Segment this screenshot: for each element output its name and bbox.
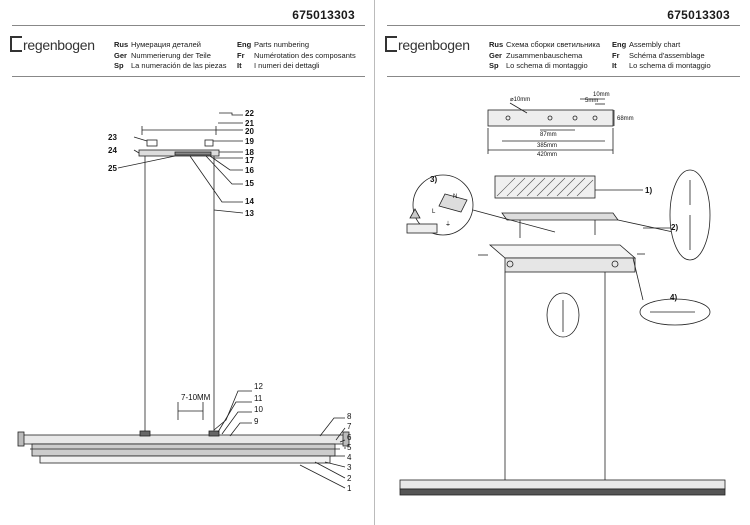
dim-87mm: 87mm: [540, 132, 557, 138]
ceiling: [494, 175, 596, 199]
dim-hole-diameter: ⌀10mm: [510, 97, 530, 103]
dim-5mm: 5mm: [585, 98, 598, 104]
dim-385mm: 385mm: [537, 143, 557, 149]
terminal-l-label: L: [432, 209, 436, 215]
header-rule-bottom: [12, 76, 365, 77]
terminal-block: [146, 139, 158, 147]
svg-text:20: 20: [245, 127, 254, 136]
svg-text:15: 15: [245, 179, 254, 188]
fixture-body: [399, 479, 726, 490]
svg-text:8: 8: [347, 412, 352, 421]
svg-text:21: 21: [245, 119, 254, 128]
svg-text:24: 24: [108, 146, 117, 155]
brand-name: regenbogen: [23, 37, 95, 53]
svg-text:3: 3: [347, 463, 352, 472]
fixture-body: [21, 434, 346, 445]
page-divider: [374, 0, 375, 525]
brand-logo: regenbogen: [385, 36, 470, 53]
dimension-label: 7-10MM: [181, 393, 211, 402]
end-cap-right: [342, 431, 350, 447]
diffuser: [399, 488, 726, 496]
svg-text:6: 6: [347, 433, 352, 442]
header-rule: [12, 25, 365, 26]
svg-text:5: 5: [347, 443, 352, 452]
dim-10mm: 10mm: [593, 92, 610, 98]
step-4-label: 4): [670, 293, 677, 302]
svg-text:22: 22: [245, 109, 254, 118]
product-number: 675013303: [292, 8, 355, 22]
end-cap-rail: [39, 455, 331, 464]
logo-mark-icon: [385, 36, 397, 52]
svg-text:1: 1: [347, 484, 352, 493]
svg-text:2: 2: [347, 474, 352, 483]
step-2-label: 2): [671, 223, 678, 232]
brand-logo: regenbogen: [10, 36, 95, 53]
svg-text:23: 23: [108, 133, 117, 142]
diffuser: [31, 443, 336, 457]
cable-holder: [204, 139, 214, 147]
canopy: [488, 244, 637, 259]
svg-text:14: 14: [245, 197, 254, 206]
assembly-diagram: ⌀10mm 10mm 5mm 68mm 87mm 385mm 420mm 3) …: [399, 92, 726, 496]
svg-text:11: 11: [254, 394, 263, 403]
terminal-n-label: N: [453, 194, 457, 200]
earth-icon: ⏚: [445, 221, 451, 228]
step-3-label: 3): [430, 175, 437, 184]
bracket-top-view: [487, 109, 614, 127]
svg-text:19: 19: [245, 137, 254, 146]
canopy-cover: [174, 151, 212, 156]
svg-text:25: 25: [108, 164, 117, 173]
parts-exploded-diagram: 7-10MM 22 21 20 19 18 17 16 15 14 13 23 …: [17, 109, 352, 493]
svg-text:13: 13: [245, 209, 254, 218]
svg-text:16: 16: [245, 166, 254, 175]
product-number: 675013303: [667, 8, 730, 22]
step-1-label: 1): [645, 186, 652, 195]
dim-420mm: 420mm: [537, 152, 557, 158]
svg-text:17: 17: [245, 156, 254, 165]
brand-name: regenbogen: [398, 37, 470, 53]
logo-mark-icon: [10, 36, 22, 52]
svg-text:7: 7: [347, 422, 352, 431]
part-number-labels: 22 21 20 19 18 17 16 15 14 13 23 24 25 1…: [108, 109, 352, 493]
svg-text:4: 4: [347, 453, 352, 462]
svg-text:12: 12: [254, 382, 263, 391]
mounting-bracket: [501, 212, 619, 221]
svg-text:18: 18: [245, 148, 254, 157]
header-rule: [387, 25, 740, 26]
header-rule-bottom: [387, 76, 740, 77]
svg-text:9: 9: [254, 417, 259, 426]
svg-text:10: 10: [254, 405, 263, 414]
dim-68mm: 68mm: [617, 116, 634, 122]
end-cap-left: [17, 431, 25, 447]
